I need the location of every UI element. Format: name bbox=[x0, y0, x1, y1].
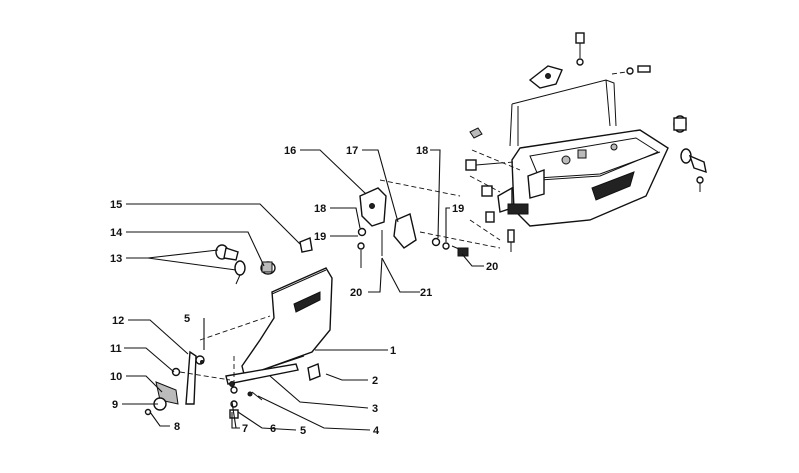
lid-opening bbox=[293, 291, 321, 313]
glovebox-opening bbox=[591, 171, 635, 201]
callout-19-left: 19 bbox=[314, 231, 326, 243]
callout-10: 10 bbox=[110, 371, 122, 383]
top-bolt bbox=[575, 32, 585, 66]
callout-1: 1 bbox=[390, 345, 396, 357]
callout-21: 21 bbox=[420, 287, 432, 299]
callout-13: 13 bbox=[110, 253, 122, 265]
callout-5-top: 5 bbox=[184, 313, 190, 325]
callout-9: 9 bbox=[112, 399, 118, 411]
lock-cylinder-right bbox=[673, 115, 707, 192]
callout-3: 3 bbox=[372, 403, 378, 415]
callout-8: 8 bbox=[174, 421, 180, 433]
callout-18-right: 18 bbox=[416, 145, 428, 157]
callout-11: 11 bbox=[110, 343, 122, 355]
callout-4: 4 bbox=[373, 425, 380, 437]
support-strap bbox=[509, 79, 617, 147]
left-screw bbox=[465, 159, 515, 171]
hinge-strip bbox=[225, 363, 299, 385]
callout-7: 7 bbox=[242, 423, 248, 435]
bracket-17 bbox=[393, 213, 417, 249]
leader-lines bbox=[122, 149, 484, 431]
lid-panel-assembly bbox=[144, 237, 333, 419]
upper-bolt bbox=[611, 65, 651, 75]
glovebox-body bbox=[511, 129, 669, 227]
mounting-brackets bbox=[357, 179, 501, 268]
callout-15: 15 bbox=[110, 199, 122, 211]
callout-19-right: 19 bbox=[452, 203, 464, 215]
callout-17: 17 bbox=[346, 145, 358, 157]
glovebox-assembly bbox=[465, 32, 707, 252]
callout-18-left: 18 bbox=[314, 203, 326, 215]
callout-labels: 1 2 3 4 5 5 6 7 8 9 10 11 12 13 14 15 16… bbox=[110, 145, 498, 437]
callout-12: 12 bbox=[112, 315, 124, 327]
callout-6: 6 bbox=[270, 423, 276, 435]
callout-14: 14 bbox=[110, 227, 123, 239]
callout-16: 16 bbox=[284, 145, 296, 157]
callout-20-right: 20 bbox=[486, 261, 498, 273]
callout-5-bottom: 5 bbox=[300, 425, 306, 437]
callout-2: 2 bbox=[372, 375, 378, 387]
callout-20-left: 20 bbox=[350, 287, 362, 299]
lock-cylinder-left bbox=[215, 244, 246, 285]
seal-strip bbox=[185, 350, 197, 405]
